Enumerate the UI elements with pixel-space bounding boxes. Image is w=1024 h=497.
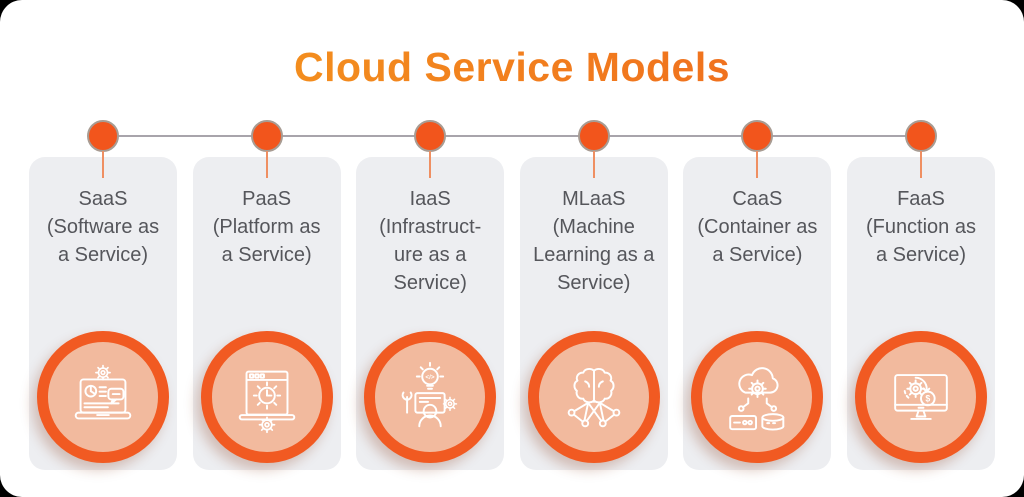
card-title: CaaS [732, 188, 783, 210]
icon-ring: </> [364, 331, 497, 463]
card-subtitle: (Platform as a Service) [212, 216, 321, 266]
card-mlaas: MLaaS (Machine Learning as a Service) [519, 157, 668, 470]
icon-ring: $ [854, 331, 987, 463]
svg-text:$: $ [925, 394, 930, 404]
card-iaas: IaaS (Infrastruct- ure as a Service) </> [356, 157, 505, 470]
mlaas-brain-network-icon [567, 368, 621, 428]
card-title: SaaS [78, 188, 128, 210]
timeline-line [103, 135, 921, 137]
card-title: FaaS [897, 188, 945, 210]
card-subtitle: (Software as a Service) [46, 216, 160, 266]
cards-row: SaaS (Software as a Service) [0, 157, 1024, 470]
card-title: IaaS [409, 188, 451, 210]
icon-ring [200, 331, 333, 463]
caas-cloud-container-icon [729, 367, 785, 431]
paas-browser-settings-icon [238, 370, 295, 434]
card-subtitle: (Machine Learning as a Service) [533, 216, 655, 294]
icon-ring [691, 331, 824, 463]
card-faas: FaaS (Function as a Service) $ [846, 157, 995, 470]
card-title: PaaS [242, 188, 292, 210]
faas-function-monitor-icon: $ [894, 374, 948, 420]
card-caas: CaaS (Container as a Service) [683, 157, 832, 470]
card-saas: SaaS (Software as a Service) [29, 157, 177, 470]
card-title: MLaaS [562, 188, 626, 210]
card-paas: PaaS (Platform as a Service) [192, 157, 341, 470]
iaas-developer-infrastructure-icon: </> [401, 361, 458, 428]
icon-ring [527, 331, 660, 463]
card-subtitle: (Function as a Service) [865, 216, 976, 266]
saas-laptop-analytics-icon [74, 364, 132, 420]
page-title: Cloud Service Models [0, 44, 1024, 91]
card-subtitle: (Container as a Service) [697, 216, 818, 266]
card-subtitle: (Infrastruct- ure as a Service) [379, 216, 482, 294]
icon-ring [37, 331, 169, 463]
svg-text:</>: </> [426, 374, 435, 381]
